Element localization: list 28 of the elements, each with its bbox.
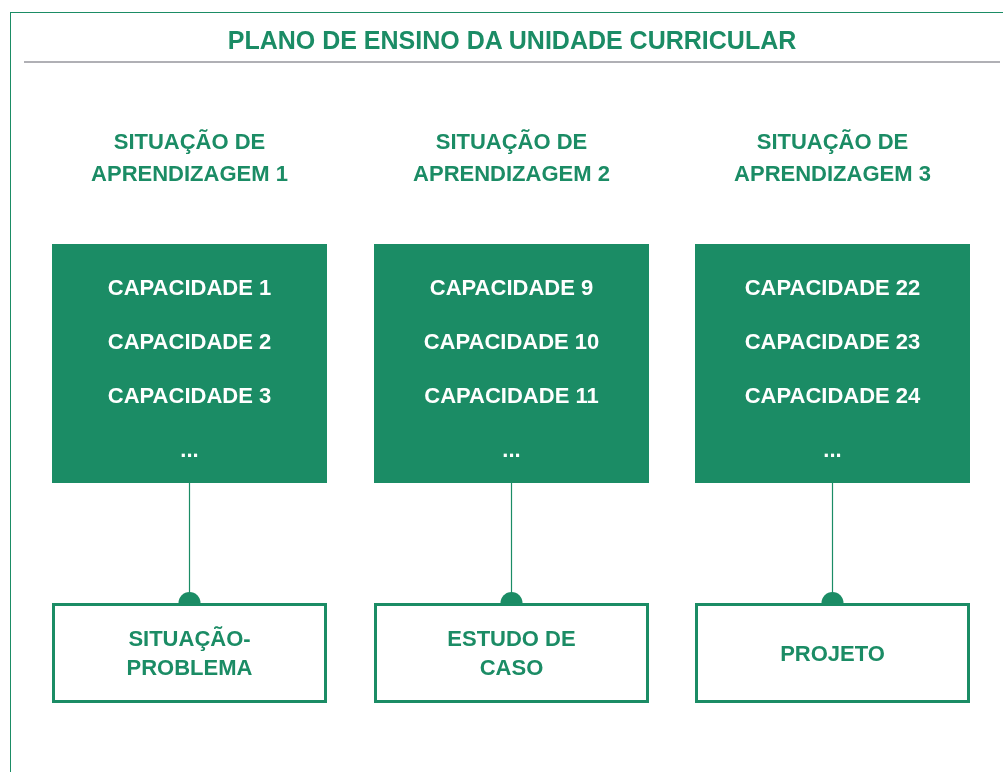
connector-line (178, 482, 201, 604)
capacity-label: ... (823, 436, 842, 464)
connector-line (821, 482, 844, 604)
method-label: PROJETO (780, 639, 885, 668)
method-box (695, 603, 970, 703)
connector-line (500, 482, 523, 604)
method-label: ESTUDO DE CASO (446, 625, 577, 682)
capacity-label: CAPACIDADE 11 (424, 382, 599, 410)
capacity-box (695, 244, 970, 483)
method-box (374, 603, 649, 703)
capacity-label: CAPACIDADE 23 (744, 328, 921, 356)
capacity-label: ... (502, 436, 521, 464)
capacity-label: CAPACIDADE 2 (107, 328, 272, 356)
capacity-label: CAPACIDADE 10 (423, 328, 600, 356)
capacity-box (52, 244, 327, 483)
method-label: SITUAÇÃO- PROBLEMA (125, 625, 254, 682)
capacity-label: ... (180, 436, 199, 464)
title: PLANO DE ENSINO DA UNIDADE CURRICULAR (226, 25, 798, 56)
capacity-label: CAPACIDADE 1 (107, 274, 272, 302)
capacity-label: CAPACIDADE 9 (429, 274, 594, 302)
method-box (52, 603, 327, 703)
capacity-box (374, 244, 649, 483)
capacity-label: CAPACIDADE 3 (107, 382, 272, 410)
capacity-label: CAPACIDADE 22 (744, 274, 921, 302)
capacity-label: CAPACIDADE 24 (744, 382, 921, 410)
column-heading: SITUAÇÃO DE APRENDIZAGEM 3 (733, 128, 932, 188)
column-heading: SITUAÇÃO DE APRENDIZAGEM 1 (90, 128, 289, 188)
column-heading: SITUAÇÃO DE APRENDIZAGEM 2 (412, 128, 611, 188)
